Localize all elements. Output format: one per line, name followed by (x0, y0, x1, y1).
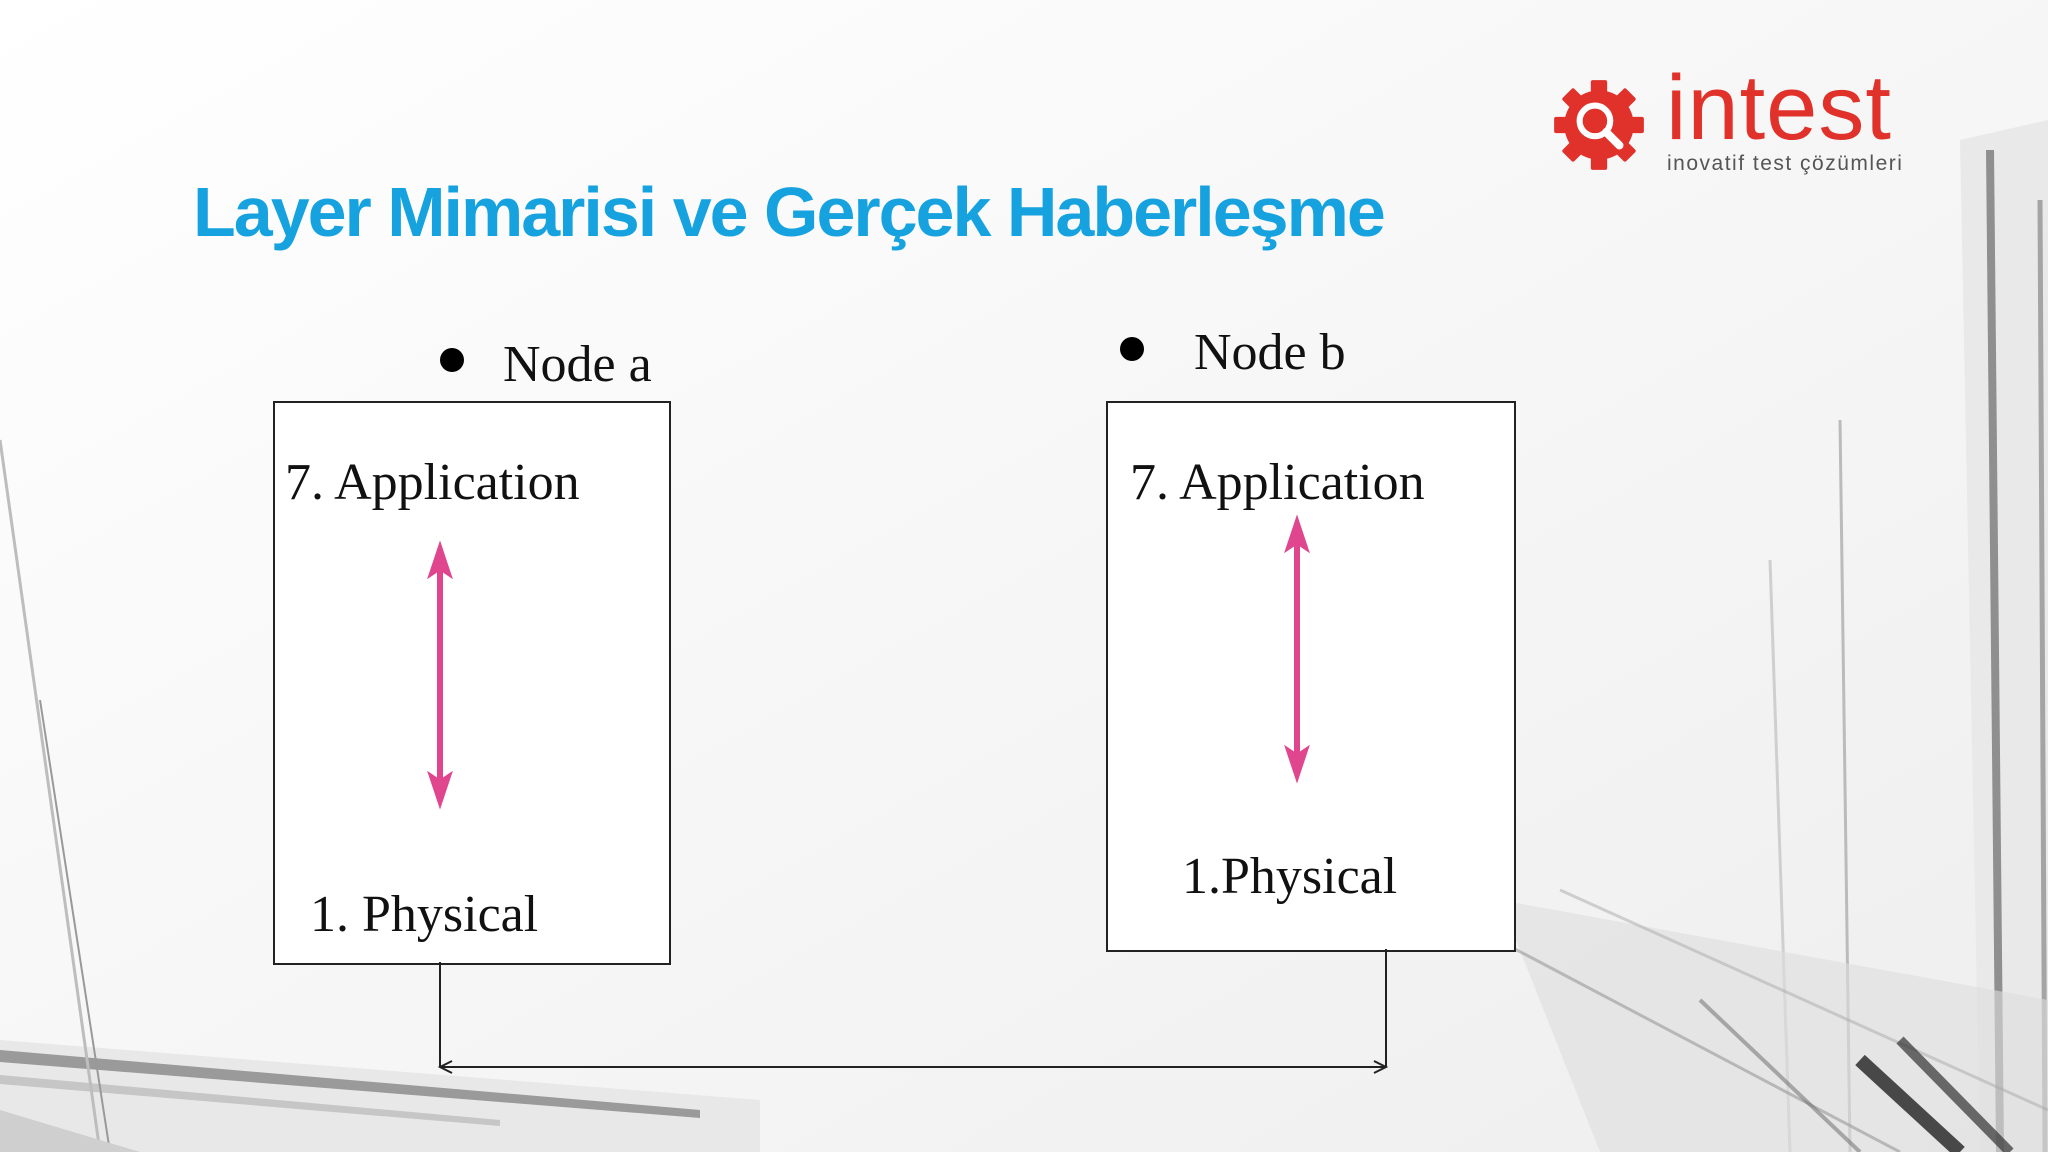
node-b-application-layer: 7. Application (1130, 454, 1425, 511)
logo-wordmark: intest (1666, 57, 1892, 159)
node-b-box: 7. Application 1.Physical (1106, 401, 1516, 952)
slide-title: Layer Mimarisi ve Gerçek Haberleşme (193, 173, 1386, 251)
node-a-physical-layer: 1. Physical (310, 886, 539, 943)
node-a-label: Node a (503, 336, 652, 393)
logo-tagline: inovatif test çözümleri (1667, 152, 1904, 175)
node-a-vertical-double-arrow (427, 540, 453, 810)
node-a-box: 7. Application 1. Physical (273, 401, 671, 965)
node-a-bullet (440, 348, 464, 372)
gear-magnifier-icon (1554, 80, 1644, 170)
node-b-label: Node b (1194, 324, 1346, 381)
physical-link-connector (437, 949, 1389, 1074)
intest-logo: intest inovatif test çözümleri (1548, 57, 1968, 180)
node-b-vertical-double-arrow (1284, 514, 1310, 784)
node-b-physical-layer: 1.Physical (1182, 848, 1398, 905)
node-a-application-layer: 7. Application (285, 454, 580, 511)
node-b-bullet (1120, 337, 1144, 361)
